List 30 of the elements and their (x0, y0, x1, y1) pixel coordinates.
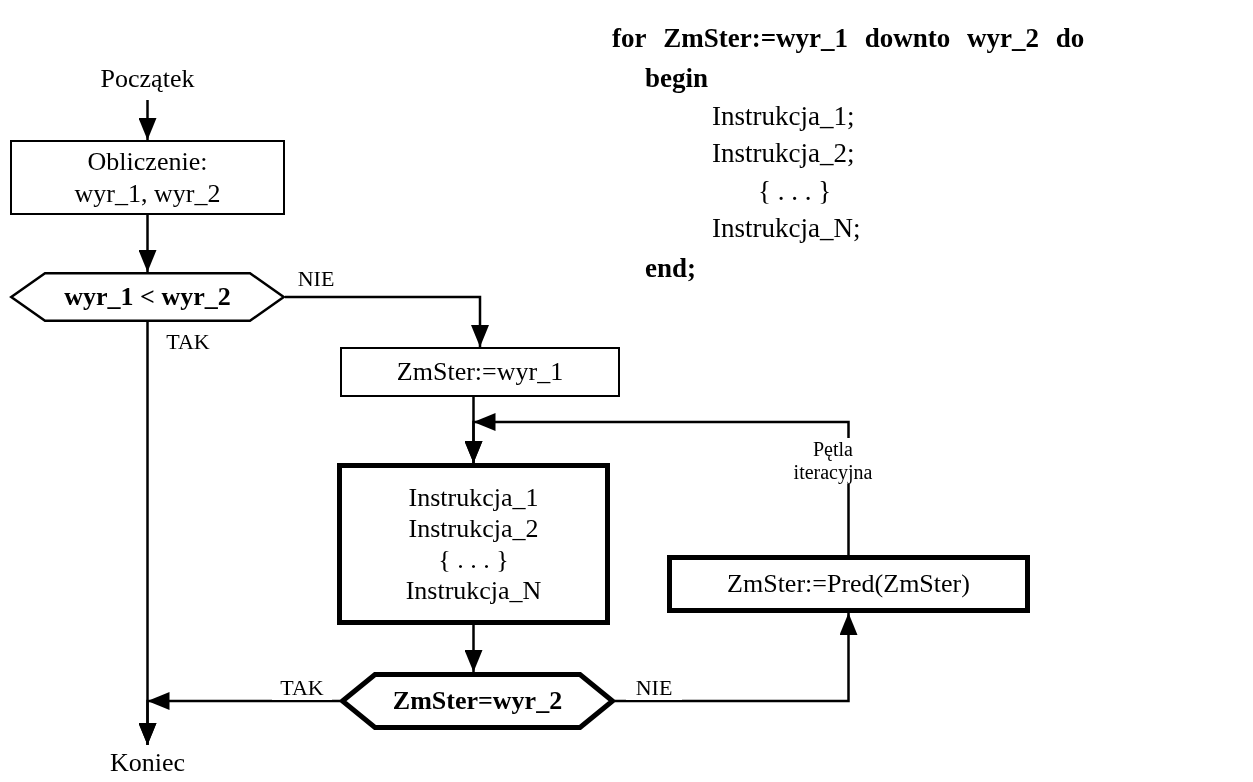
node-text: Instrukcja_2 (408, 512, 539, 544)
node-text: ZmSter=wyr_2 (392, 685, 563, 717)
start-label: Początek (70, 58, 225, 100)
node-text: Instrukcja_N (405, 575, 542, 607)
code-line: begin (645, 62, 709, 95)
node-text: wyr_1 < wyr_2 (64, 281, 231, 313)
code-line: end; (645, 252, 696, 285)
arrow (285, 295, 489, 347)
arrow (138, 692, 340, 745)
process-box (10, 140, 285, 215)
process-box (667, 555, 1030, 613)
arrow (138, 215, 157, 272)
code-line: Instrukcja_N; (712, 212, 861, 245)
node-text: { . . . } (438, 544, 509, 576)
node-text: ZmSter:=Pred(ZmSter) (727, 568, 970, 600)
process-box (340, 347, 620, 397)
end-label: Koniec (80, 745, 215, 781)
node-text: ZmSter:=wyr_1 (396, 356, 564, 388)
arrow (464, 625, 483, 672)
process-box (337, 463, 610, 625)
arrow (464, 413, 850, 555)
arrow (138, 100, 157, 140)
code-line: for ZmSter:=wyr_1 downto wyr_2 do (612, 22, 1085, 55)
node-text: Instrukcja_1 (408, 481, 539, 513)
node-text: Obliczenie: (87, 146, 208, 178)
code-line: { . . . } (758, 175, 832, 208)
node-text: wyr_1, wyr_2 (74, 177, 221, 209)
code-line: Instrukcja_1; (712, 100, 855, 133)
code-line: Instrukcja_2; (712, 137, 855, 170)
arrow (615, 613, 858, 703)
